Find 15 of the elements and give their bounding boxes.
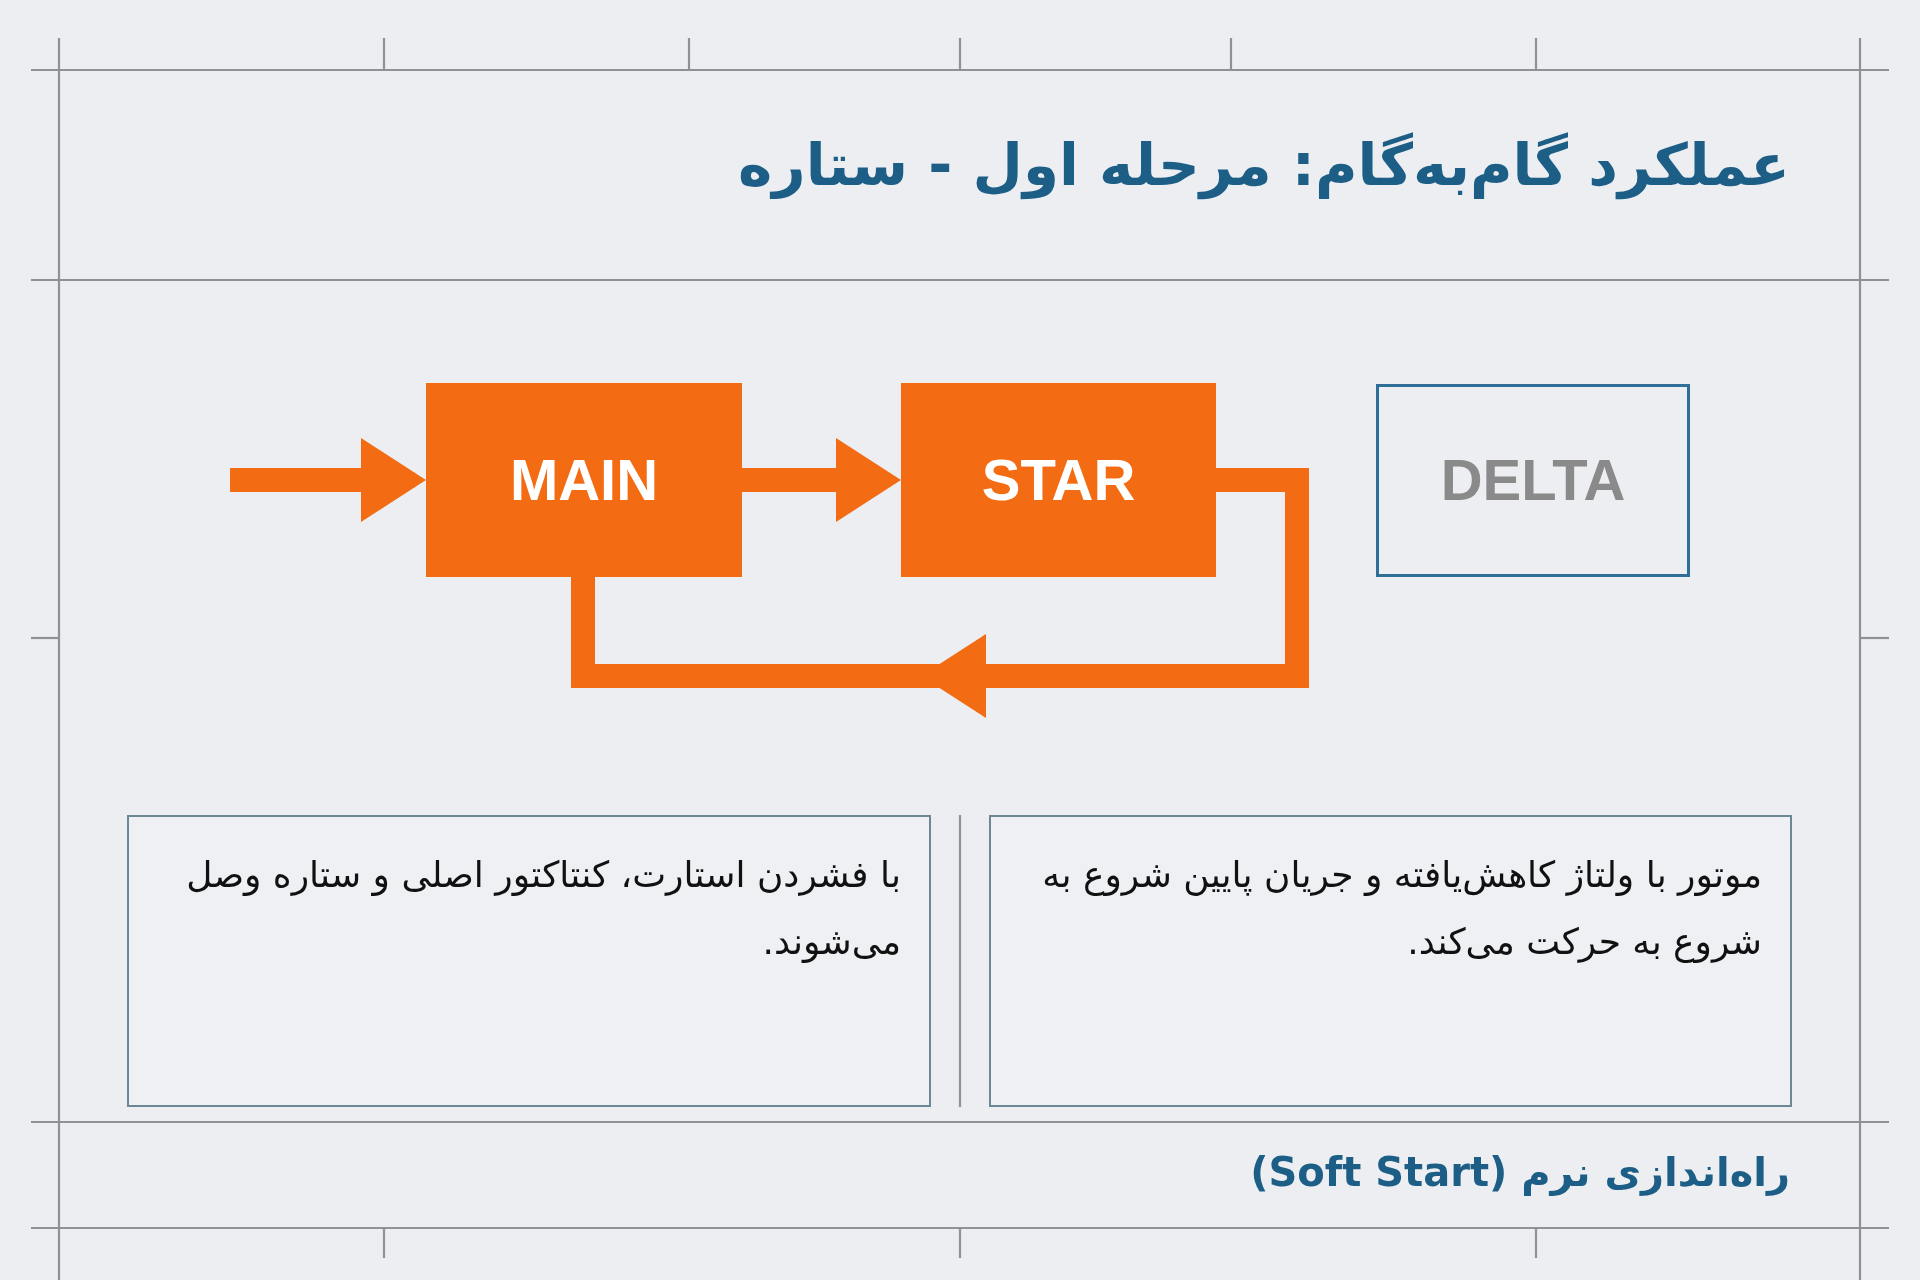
arrow <box>571 468 1309 718</box>
text-panel <box>989 815 1792 1107</box>
box-label: STAR <box>981 446 1136 514</box>
footer-text: راه‌اندازی نرم (Soft Start) <box>1250 1148 1790 1198</box>
arrow <box>742 438 901 522</box>
process-box <box>426 383 742 577</box>
panel-text: موتور با ولتاژ کاهش‌یافته و جریان پایین شروع به شروع به حرکت می‌کند. <box>1041 853 1762 965</box>
title: عملکرد گام‌به‌گام: مرحله اول - ستاره <box>738 130 1790 202</box>
process-box <box>901 383 1216 577</box>
panel-text: با فشردن استارت، کنتاکتور اصلی و ستاره وصل می‌شوند. <box>185 853 901 965</box>
text-panel <box>127 815 931 1107</box>
box-label: MAIN <box>509 446 659 514</box>
process-box <box>1376 384 1690 577</box>
arrow <box>230 438 426 522</box>
box-label: DELTA <box>1440 447 1626 514</box>
